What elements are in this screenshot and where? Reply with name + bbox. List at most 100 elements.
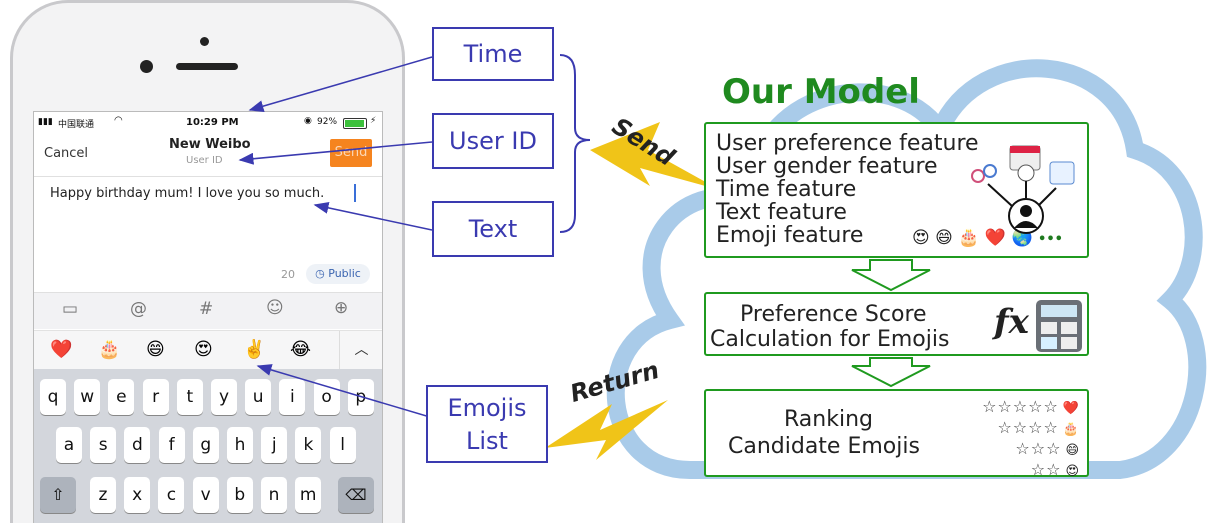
emoji-picker-icon[interactable]: ☺ <box>266 298 284 318</box>
hashtag-icon[interactable]: # <box>199 299 214 319</box>
key-i[interactable]: i <box>279 379 306 415</box>
speaker-icon <box>140 60 153 73</box>
star-rating-icon: ☆☆☆☆ <box>997 418 1059 437</box>
feature-item: Time feature <box>716 177 857 202</box>
signal-icon: ▮▮▮ <box>38 117 53 127</box>
down-arrow-2 <box>851 357 931 388</box>
model-title: Our Model <box>722 72 920 112</box>
key-r[interactable]: r <box>142 379 169 415</box>
image-icon[interactable]: ▭ <box>62 299 79 319</box>
key-y[interactable]: y <box>211 379 237 415</box>
ranked-emoji: 😍 <box>1065 464 1079 479</box>
carrier-label: 中国联通 <box>58 120 95 130</box>
key-e[interactable]: e <box>108 379 135 415</box>
text-cursor <box>354 184 356 202</box>
emoji-suggestion-2[interactable]: 🎂 <box>98 339 121 360</box>
star-rating-icon: ☆☆ <box>1030 460 1062 479</box>
key-h[interactable]: h <box>227 427 253 463</box>
key-v[interactable]: v <box>192 477 219 513</box>
label-text: Text <box>432 201 554 257</box>
phone-device: ▮▮▮ 中国联通 ◠ 10:29 PM ◉ 92% ⚡ Cancel New W… <box>10 0 405 523</box>
key-f[interactable]: f <box>158 427 185 463</box>
return-lightning-icon <box>545 400 668 460</box>
ranking-box: Ranking Candidate Emojis ☆☆☆☆☆❤️☆☆☆☆🎂☆☆☆… <box>704 389 1089 479</box>
key-b[interactable]: b <box>226 477 253 513</box>
user-profile-diagram-icon <box>971 145 1075 234</box>
emoji-suggestion-row: ❤️ 🎂 😄 😍 ✌️ 😂 ︿ <box>34 330 382 371</box>
key-u[interactable]: u <box>245 379 272 415</box>
feature-emoji-row: 😍 😄 🎂 ❤️ 🌏 ••• <box>912 228 1063 248</box>
score-box: Preference Score Calculation for Emojis … <box>704 292 1089 356</box>
alarm-icon: ◉ <box>304 116 312 126</box>
key-s[interactable]: s <box>90 427 117 463</box>
key-g[interactable]: g <box>192 427 219 463</box>
feature-item: User preference feature <box>716 131 979 156</box>
status-time: 10:29 PM <box>186 117 239 128</box>
backspace-key-icon[interactable]: ⌫ <box>338 477 374 513</box>
arrow-emojis <box>256 364 441 421</box>
label-time: Time <box>432 27 554 81</box>
score-line-2: Calculation for Emojis <box>710 327 950 352</box>
status-bar: ▮▮▮ 中国联通 ◠ 10:29 PM ◉ 92% ⚡ <box>34 112 382 134</box>
send-lightning-icon <box>590 122 720 190</box>
fx-label: fx <box>994 302 1029 342</box>
battery-icon <box>343 118 367 129</box>
key-o[interactable]: o <box>313 379 340 415</box>
key-x[interactable]: x <box>124 477 151 513</box>
battery-percent: 92% <box>317 117 338 127</box>
charging-icon: ⚡ <box>370 116 377 126</box>
key-q[interactable]: q <box>40 379 66 415</box>
emoji-suggestion-5[interactable]: ✌️ <box>243 339 266 360</box>
mention-icon[interactable]: @ <box>130 299 147 319</box>
emoji-suggestion-1[interactable]: ❤️ <box>50 339 73 360</box>
label-user-id: User ID <box>432 113 554 169</box>
grouping-brace <box>559 54 591 233</box>
feature-item: User gender feature <box>716 154 938 179</box>
feature-emoji-4: ❤️ <box>984 228 1007 248</box>
key-l[interactable]: l <box>329 427 356 463</box>
collapse-chevron-icon[interactable]: ︿ <box>339 331 383 370</box>
label-emojis-list: Emojis List <box>426 385 548 463</box>
score-line-1: Preference Score <box>740 302 927 327</box>
ranking-stars: ☆☆☆☆☆❤️☆☆☆☆🎂☆☆☆😄☆☆😍 <box>982 397 1079 481</box>
key-z[interactable]: z <box>90 477 116 513</box>
key-j[interactable]: j <box>261 427 288 463</box>
phone-screen: ▮▮▮ 中国联通 ◠ 10:29 PM ◉ 92% ⚡ Cancel New W… <box>33 111 383 523</box>
ranking-line-2: Candidate Emojis <box>728 434 920 459</box>
feature-emoji-2: 😄 <box>935 228 953 248</box>
key-d[interactable]: d <box>124 427 151 463</box>
user-id-subtitle: User ID <box>186 155 223 166</box>
emoji-suggestion-3[interactable]: 😄 <box>146 339 165 360</box>
emoji-suggestion-4[interactable]: 😍 <box>194 339 213 360</box>
add-icon[interactable]: ⊕ <box>334 298 349 318</box>
arrow-user-id <box>238 141 433 165</box>
ranked-emoji: 😄 <box>1065 443 1079 458</box>
earpiece <box>176 63 238 70</box>
key-c[interactable]: c <box>158 477 185 513</box>
feature-emoji-1: 😍 <box>912 228 930 248</box>
shift-key-icon[interactable]: ⇧ <box>40 477 76 513</box>
public-button[interactable]: ◷ Public <box>306 264 370 284</box>
key-k[interactable]: k <box>295 427 322 463</box>
ranked-emoji: ❤️ <box>1062 401 1079 416</box>
ranking-row: ☆☆😍 <box>982 460 1079 481</box>
star-rating-icon: ☆☆☆☆☆ <box>982 397 1059 416</box>
emoji-suggestion-6[interactable]: 😂 <box>290 339 312 360</box>
key-a[interactable]: a <box>56 427 82 463</box>
cancel-button[interactable]: Cancel <box>44 146 89 161</box>
ranking-row: ☆☆☆😄 <box>982 439 1079 460</box>
arrow-text <box>313 201 433 231</box>
key-m[interactable]: m <box>295 477 322 513</box>
globe-icon: ◷ <box>315 267 329 280</box>
feature-emoji-6: ••• <box>1038 232 1063 247</box>
key-n[interactable]: n <box>261 477 287 513</box>
ranking-line-1: Ranking <box>784 407 873 432</box>
key-w[interactable]: w <box>74 379 101 415</box>
ranking-row: ☆☆☆☆🎂 <box>982 418 1079 439</box>
key-t[interactable]: t <box>176 379 203 415</box>
post-text[interactable]: Happy birthday mum! I love you so much. <box>50 186 325 201</box>
star-rating-icon: ☆☆☆ <box>1015 439 1062 458</box>
front-camera <box>200 37 209 46</box>
